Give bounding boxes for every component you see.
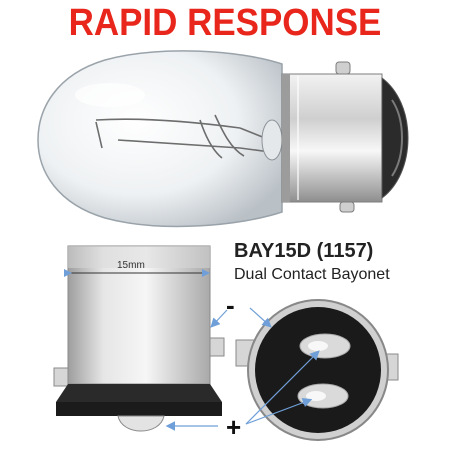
socket-model-label: BAY15D (1157) [234, 240, 374, 262]
metal-base [281, 61, 409, 213]
side-profile-diagram [53, 245, 225, 432]
brand-title: RAPID RESPONSE [68, 2, 382, 44]
diameter-label: 15mm [117, 260, 145, 271]
negative-terminal-label: - [226, 290, 235, 320]
socket-type-label: Dual Contact Bayonet [234, 266, 390, 283]
positive-terminal-label: + [226, 412, 242, 442]
connection-arrows [165, 307, 320, 431]
glass-envelope [37, 50, 283, 228]
